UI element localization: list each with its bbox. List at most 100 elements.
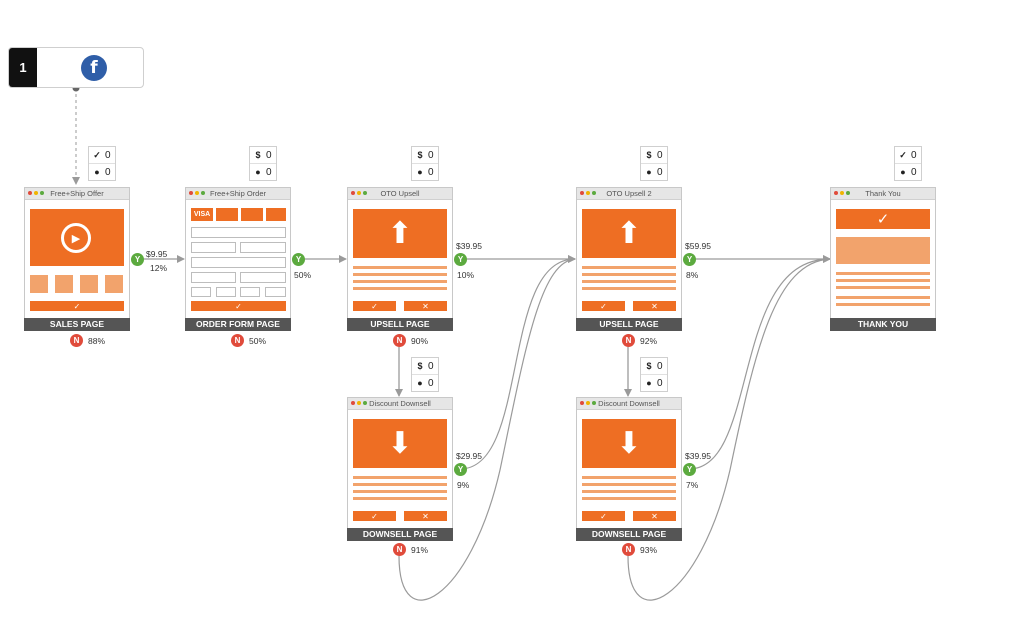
no-badge-downsell2[interactable]: N: [622, 543, 635, 556]
stat-value: 0: [657, 360, 663, 372]
stats-box-sales: ✓0 ●0: [88, 146, 116, 181]
arrow-up-icon: ⬆: [616, 217, 642, 250]
stat-value: 0: [428, 377, 434, 389]
page-title: Free+Ship Offer: [50, 189, 104, 198]
dollar-icon: $: [646, 150, 652, 160]
text-line: [836, 296, 930, 299]
check-icon: ✓: [876, 211, 890, 228]
stats-box-downsell2: $0 ●0: [640, 357, 668, 392]
connector-downsell2-no: [627, 258, 831, 601]
upsell-page-2-node[interactable]: OTO Upsell 2 ⬆ ✓ ✕ UPSELL PAGE: [576, 187, 682, 331]
form-field: [191, 272, 236, 283]
thank-you-page-node[interactable]: Thank You ✓ THANK YOU: [830, 187, 936, 331]
sales-page-node[interactable]: Free+Ship Offer ▶ ✓ SALES PAGE: [24, 187, 130, 331]
page-title-bar: Discount Downsell: [348, 398, 452, 410]
page-title: Free+Ship Order: [209, 189, 267, 198]
text-line: [353, 483, 447, 486]
page-title-bar: Discount Downsell: [577, 398, 681, 410]
traffic-source-node[interactable]: 1 f: [8, 47, 144, 88]
form-field: [191, 257, 286, 268]
yes-price-downsell2: $39.95: [685, 451, 711, 461]
text-line: [353, 273, 447, 276]
yes-pct-downsell2: 7%: [686, 480, 699, 490]
page-label: SALES PAGE: [24, 318, 130, 331]
yes-badge-sales[interactable]: Y: [131, 253, 144, 266]
offer-banner: [582, 209, 676, 258]
stats-box-downsell1: $0 ●0: [411, 357, 439, 392]
yes-badge-downsell2[interactable]: Y: [683, 463, 696, 476]
stat-value: 0: [428, 166, 434, 178]
stats-box-order: $0 ●0: [249, 146, 277, 181]
page-title-bar: Free+Ship Offer: [25, 188, 129, 200]
person-icon: ●: [94, 167, 100, 177]
no-pct-upsell1: 90%: [411, 336, 429, 346]
dollar-icon: $: [417, 361, 423, 371]
page-title-bar: Free+Ship Order: [186, 188, 290, 200]
text-line: [582, 266, 676, 269]
downsell-page-1-node[interactable]: Discount Downsell ⬇ ✓ ✕ DOWNSELL PAGE: [347, 397, 453, 541]
accept-button: ✓: [353, 511, 396, 521]
yes-price-sales: $9.95: [146, 249, 168, 259]
accept-button: ✓: [353, 301, 396, 311]
stats-box-upsell1: $0 ● 0: [411, 146, 439, 181]
text-line: [353, 497, 447, 500]
buy-button: ✓: [30, 301, 124, 311]
yes-badge-order[interactable]: Y: [292, 253, 305, 266]
arrow-down-icon: ⬇: [387, 427, 413, 460]
yes-badge-upsell2[interactable]: Y: [683, 253, 696, 266]
yes-badge-downsell1[interactable]: Y: [454, 463, 467, 476]
text-line: [582, 490, 676, 493]
dollar-icon: $: [417, 150, 423, 160]
no-pct-sales: 88%: [88, 336, 106, 346]
visa-card-icon: VISA: [191, 208, 213, 221]
offer-banner: [353, 209, 447, 258]
no-badge-order[interactable]: N: [231, 334, 244, 347]
yes-price-downsell1: $29.95: [456, 451, 482, 461]
no-pct-downsell1: 91%: [411, 545, 429, 555]
stat-value: 0: [105, 166, 111, 178]
connector-downsell2-yes: [688, 255, 831, 470]
text-line: [582, 483, 676, 486]
text-line: [582, 287, 676, 290]
no-badge-upsell2[interactable]: N: [622, 334, 635, 347]
stats-box-upsell2: $0 ●0: [640, 146, 668, 181]
no-badge-upsell1[interactable]: N: [393, 334, 406, 347]
page-title: Discount Downsell: [369, 399, 431, 408]
form-field: [240, 242, 286, 253]
text-line: [582, 273, 676, 276]
no-pct-downsell2: 93%: [640, 545, 658, 555]
yes-badge-upsell1[interactable]: Y: [454, 253, 467, 266]
yes-pct-downsell1: 9%: [457, 480, 470, 490]
upsell-page-1-node[interactable]: OTO Upsell ⬆ ✓ ✕ UPSELL PAGE: [347, 187, 453, 331]
form-field: [191, 287, 211, 297]
stat-value: 0: [266, 166, 272, 178]
stat-value: 0: [428, 149, 434, 161]
no-badge-downsell1[interactable]: N: [393, 543, 406, 556]
stat-value: 0: [105, 149, 111, 161]
arrow-up-icon: ⬆: [387, 217, 413, 250]
page-title: Discount Downsell: [598, 399, 660, 408]
order-form-page-node[interactable]: Free+Ship Order VISA ✓ ORDER FORM PAGE: [185, 187, 291, 331]
feature-block: [55, 275, 73, 293]
person-icon: ●: [417, 167, 423, 177]
accept-button: ✓: [582, 301, 625, 311]
page-title: Thank You: [865, 189, 901, 198]
yes-pct-upsell1: 10%: [457, 270, 475, 280]
text-line: [582, 280, 676, 283]
offer-banner: [353, 419, 447, 468]
form-field: [240, 287, 260, 297]
page-label: UPSELL PAGE: [347, 318, 453, 331]
decline-button: ✕: [404, 301, 447, 311]
page-title: OTO Upsell 2: [606, 189, 652, 198]
text-line: [353, 266, 447, 269]
form-field: [240, 272, 286, 283]
text-line: [353, 280, 447, 283]
text-line: [353, 476, 447, 479]
downsell-page-2-node[interactable]: Discount Downsell ⬇ ✓ ✕ DOWNSELL PAGE: [576, 397, 682, 541]
decline-button: ✕: [633, 511, 676, 521]
no-badge-sales[interactable]: N: [70, 334, 83, 347]
connector-downsell1-yes: [459, 255, 576, 470]
amex-card-icon: [266, 208, 286, 221]
discover-card-icon: [241, 208, 263, 221]
page-label: DOWNSELL PAGE: [347, 528, 453, 541]
